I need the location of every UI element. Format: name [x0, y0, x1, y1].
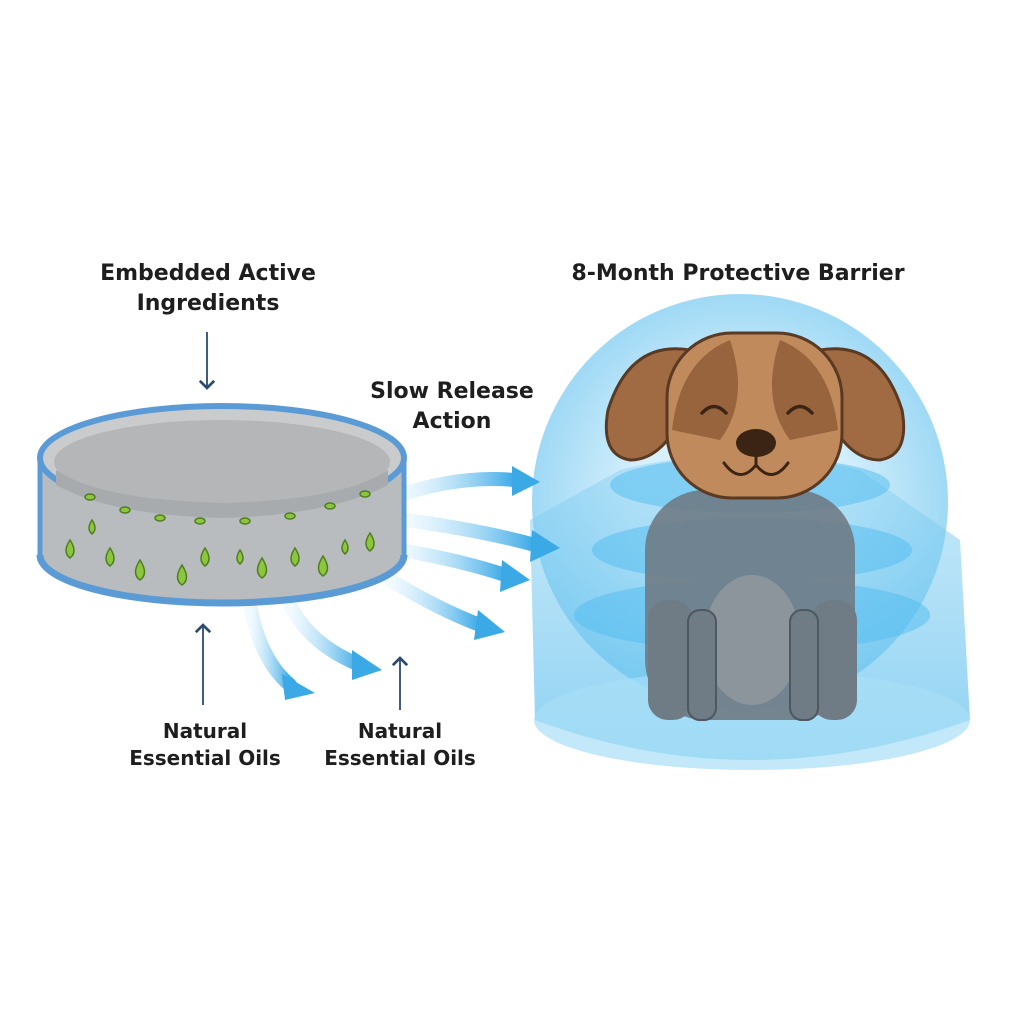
embedded-label-line2: Ingredients	[137, 291, 280, 316]
oils-left-label-line2: Essential Oils	[129, 746, 281, 770]
oils-right-label-line1: Natural	[358, 719, 442, 743]
dog-nose	[736, 429, 776, 457]
slow-release-label-line2: Action	[413, 409, 492, 434]
collar-illustration	[36, 403, 408, 607]
flow-arrowheads	[282, 466, 560, 700]
oils-left-label-line1: Natural	[163, 719, 247, 743]
dog-eye-right	[786, 404, 814, 415]
dog-mouth	[722, 454, 790, 476]
slow-release-label-line1: Slow Release	[370, 379, 534, 404]
dog-eye-left	[700, 404, 728, 415]
oil-drops	[65, 490, 375, 586]
oils-right-label-line2: Essential Oils	[324, 746, 476, 770]
embedded-label-line1: Embedded Active	[100, 261, 316, 286]
barrier-label: 8-Month Protective Barrier	[571, 261, 904, 286]
dog-illustration	[604, 331, 906, 721]
